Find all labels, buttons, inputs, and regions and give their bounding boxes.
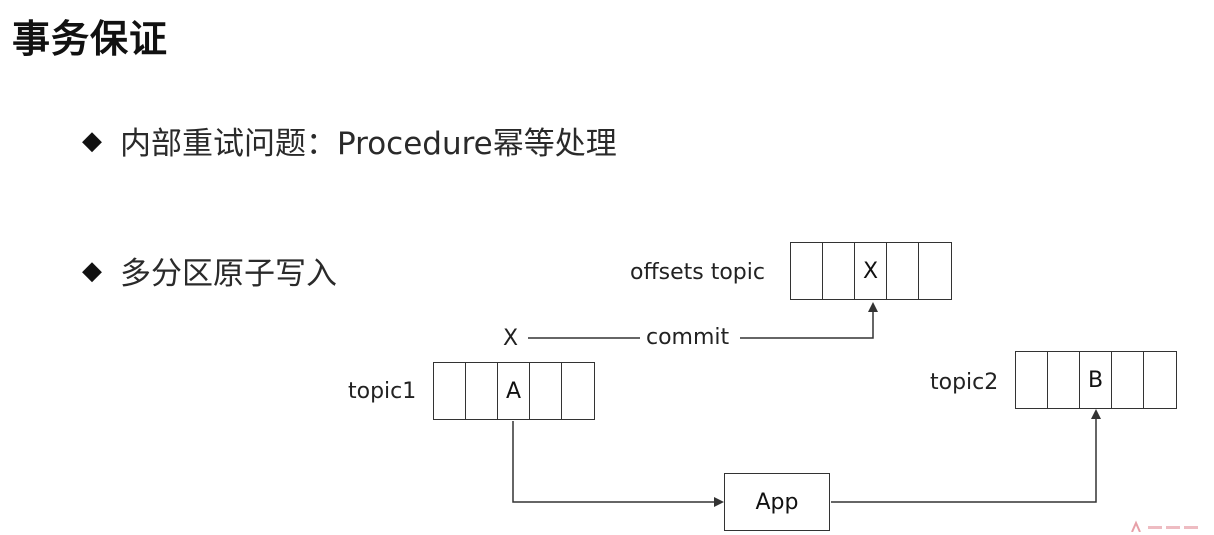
bullet-text: 内部重试问题：Procedure幂等处理 — [120, 126, 617, 162]
queue-cell — [887, 243, 919, 299]
topic2-label: topic2 — [930, 370, 999, 395]
commit-label: commit — [646, 325, 730, 350]
queue-cell — [434, 363, 466, 419]
commit-source-mark: X — [503, 326, 519, 351]
queue-cell — [823, 243, 855, 299]
queue-cell: X — [855, 243, 887, 299]
app-node: App — [724, 473, 830, 531]
queue-cell — [791, 243, 823, 299]
diamond-bullet-icon: ◆ — [82, 255, 102, 286]
watermark-logo-icon — [1131, 520, 1198, 532]
topic1-label: topic1 — [348, 379, 417, 404]
commit-arrow — [740, 302, 878, 339]
diamond-bullet-icon: ◆ — [82, 125, 102, 156]
queue-cell — [1048, 352, 1080, 408]
bullet-item-retry: ◆ 内部重试问题：Procedure幂等处理 — [82, 118, 617, 163]
queue-cell: B — [1080, 352, 1112, 408]
queue-cell — [919, 243, 951, 299]
topic1-to-app-arrow — [512, 421, 724, 507]
topic2-queue: B — [1015, 351, 1177, 409]
queue-cell — [562, 363, 594, 419]
queue-cell: A — [498, 363, 530, 419]
offsets-topic-queue: X — [790, 242, 952, 300]
app-to-topic2-arrow — [831, 409, 1101, 503]
page-title: 事务保证 — [12, 17, 169, 61]
queue-cell — [1112, 352, 1144, 408]
queue-cell — [530, 363, 562, 419]
app-label: App — [755, 489, 799, 515]
queue-cell — [1016, 352, 1048, 408]
offsets-topic-label: offsets topic — [630, 260, 765, 285]
bullet-item-atomic-write: ◆ 多分区原子写入 — [82, 248, 337, 293]
topic1-queue: A — [433, 362, 595, 420]
bullet-text: 多分区原子写入 — [120, 256, 337, 292]
queue-cell — [1144, 352, 1176, 408]
queue-cell — [466, 363, 498, 419]
